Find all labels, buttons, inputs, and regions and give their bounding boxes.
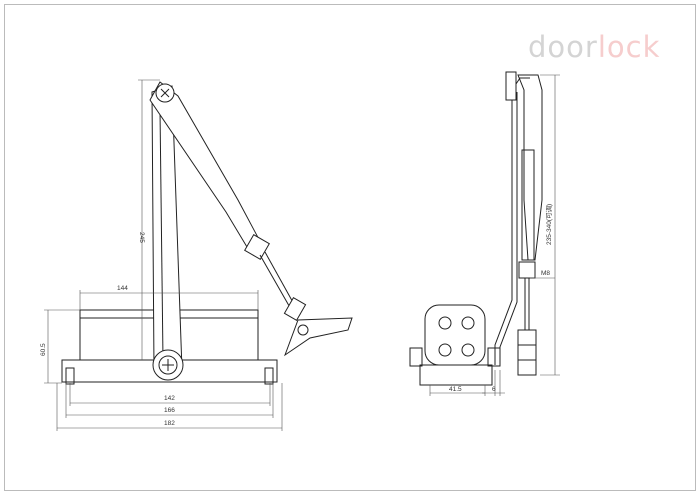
adjust-nut xyxy=(244,234,270,260)
drawing-frame xyxy=(4,4,696,491)
doorlock-logo: doorlock xyxy=(528,30,660,64)
dim-235-340-adjustable: 235-340(可调) xyxy=(544,204,553,245)
dim-m8: M8 xyxy=(541,270,550,277)
side-body xyxy=(424,304,486,366)
dim-41-5: 41.5 xyxy=(449,386,462,393)
side-adjust-nut xyxy=(518,261,536,279)
side-arm xyxy=(494,77,530,365)
dim-144: 144 xyxy=(117,285,128,292)
dim-6: 6 xyxy=(492,386,496,393)
logo-text-door: door xyxy=(528,30,598,64)
dim-60-5: 60.5 xyxy=(40,343,47,356)
dim-245: 245 xyxy=(138,232,145,243)
shoe-bracket xyxy=(283,317,353,357)
dim-166: 166 xyxy=(164,407,175,414)
side-shoe xyxy=(517,329,537,376)
front-view xyxy=(44,79,353,431)
dim-182: 182 xyxy=(164,420,175,427)
logo-text-lock: lock xyxy=(597,30,661,64)
side-plate xyxy=(419,364,493,386)
dim-142: 142 xyxy=(164,395,175,402)
side-view xyxy=(409,71,560,396)
